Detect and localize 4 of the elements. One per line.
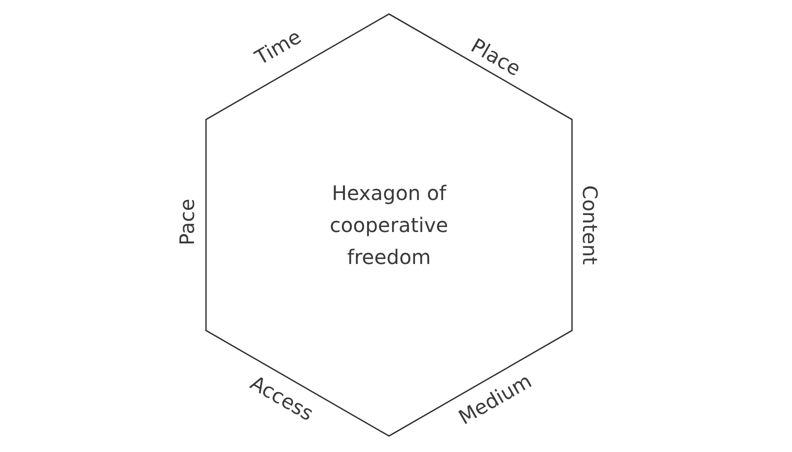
side-label: Pace	[175, 198, 199, 246]
side-label: Content	[578, 185, 602, 265]
side-label: Time	[250, 24, 306, 70]
hexagon-title: Hexagon of cooperative freedom	[328, 180, 450, 271]
